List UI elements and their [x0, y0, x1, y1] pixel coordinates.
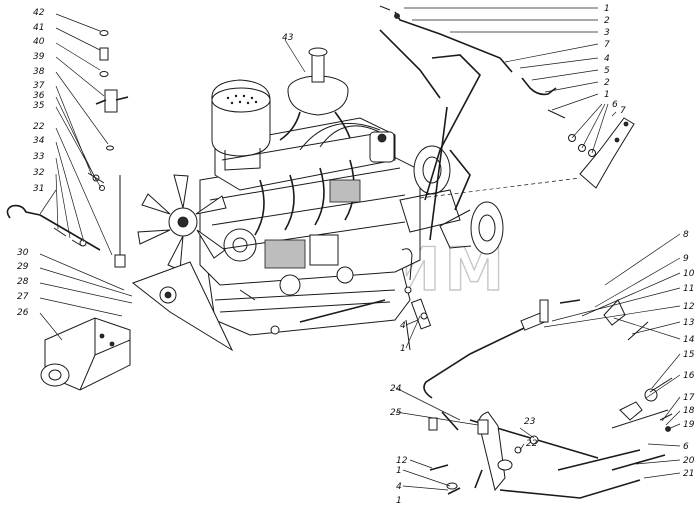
callout-16: 16 — [683, 371, 695, 381]
callout-21: 21 — [683, 469, 694, 479]
callout-10: 10 — [683, 269, 695, 279]
callout-37: 37 — [33, 81, 45, 91]
pedal-bracket — [568, 117, 635, 189]
callout-18: 18 — [683, 406, 695, 416]
air-cleaner-43 — [279, 47, 351, 141]
callout-36: 36 — [33, 91, 45, 101]
callout-33: 33 — [33, 152, 45, 162]
callout-34: 34 — [33, 136, 45, 146]
front-cover-plate — [131, 261, 234, 352]
callout-1b: 1 — [604, 90, 610, 100]
callout-19: 19 — [683, 420, 695, 430]
callout-22a: 22 — [33, 122, 45, 132]
callout-1c: 1 — [400, 344, 406, 354]
callout-26: 26 — [17, 308, 29, 318]
callout-38: 38 — [33, 67, 45, 77]
callout-41: 41 — [33, 23, 44, 33]
callout-4b: 4 — [400, 321, 406, 331]
callout-30: 30 — [17, 248, 29, 258]
callout-6b: 6 — [683, 442, 689, 452]
air-filter — [211, 79, 271, 171]
callout-14: 14 — [683, 335, 695, 345]
throttle-rod — [379, 5, 566, 119]
bottom-right-linkage — [410, 298, 673, 499]
callout-35: 35 — [33, 101, 45, 111]
small-fittings-40-42 — [99, 30, 114, 151]
callout-6a: 6 — [612, 100, 618, 110]
callout-7b: 7 — [620, 106, 626, 116]
callout-12a: 12 — [683, 302, 695, 312]
bottom-center-rods — [239, 248, 413, 351]
callout-32: 32 — [33, 168, 45, 178]
callout-13: 13 — [683, 318, 695, 328]
callout-42: 42 — [33, 8, 45, 18]
callout-20: 20 — [683, 456, 695, 466]
callout-12b: 12 — [396, 456, 408, 466]
callout-5a: 5 — [604, 66, 610, 76]
callout-43: 43 — [282, 33, 294, 43]
callout-7a: 7 — [604, 40, 610, 50]
callout-4c: 4 — [396, 482, 402, 492]
callout-11: 11 — [683, 284, 694, 294]
long-rod-center — [379, 29, 481, 241]
fan-assembly — [137, 174, 227, 271]
dashed-guide — [419, 177, 581, 199]
callout-1a: 1 — [604, 4, 610, 14]
callout-9: 9 — [683, 254, 689, 264]
callout-2a: 2 — [604, 16, 610, 26]
callout-25: 25 — [390, 408, 402, 418]
callout-24: 24 — [390, 384, 402, 394]
left-linkage — [6, 172, 126, 268]
callout-8: 8 — [683, 230, 689, 240]
callout-22b: 22 — [526, 439, 538, 449]
fitting-39 — [95, 89, 129, 113]
callout-27: 27 — [17, 292, 29, 302]
callout-23: 23 — [524, 417, 536, 427]
callout-3a: 3 — [604, 28, 610, 38]
callout-29: 29 — [17, 262, 29, 272]
callout-40: 40 — [33, 37, 45, 47]
lower-small-parts — [428, 417, 539, 495]
callout-31: 31 — [33, 184, 44, 194]
callout-2b: 2 — [604, 78, 610, 88]
callout-1e: 1 — [396, 496, 402, 506]
callout-17: 17 — [683, 393, 695, 403]
callout-1d: 1 — [396, 466, 402, 476]
callout-39: 39 — [33, 52, 45, 62]
callout-28: 28 — [17, 277, 29, 287]
water-pump-26 — [40, 317, 131, 391]
pulley-right — [439, 201, 504, 255]
callout-4a: 4 — [604, 54, 610, 64]
leader-lines — [39, 7, 681, 491]
callout-15: 15 — [683, 350, 695, 360]
callout-labels: 1 2 3 7 4 5 2 1 6 7 43 42 41 40 39 38 37… — [17, 4, 695, 506]
